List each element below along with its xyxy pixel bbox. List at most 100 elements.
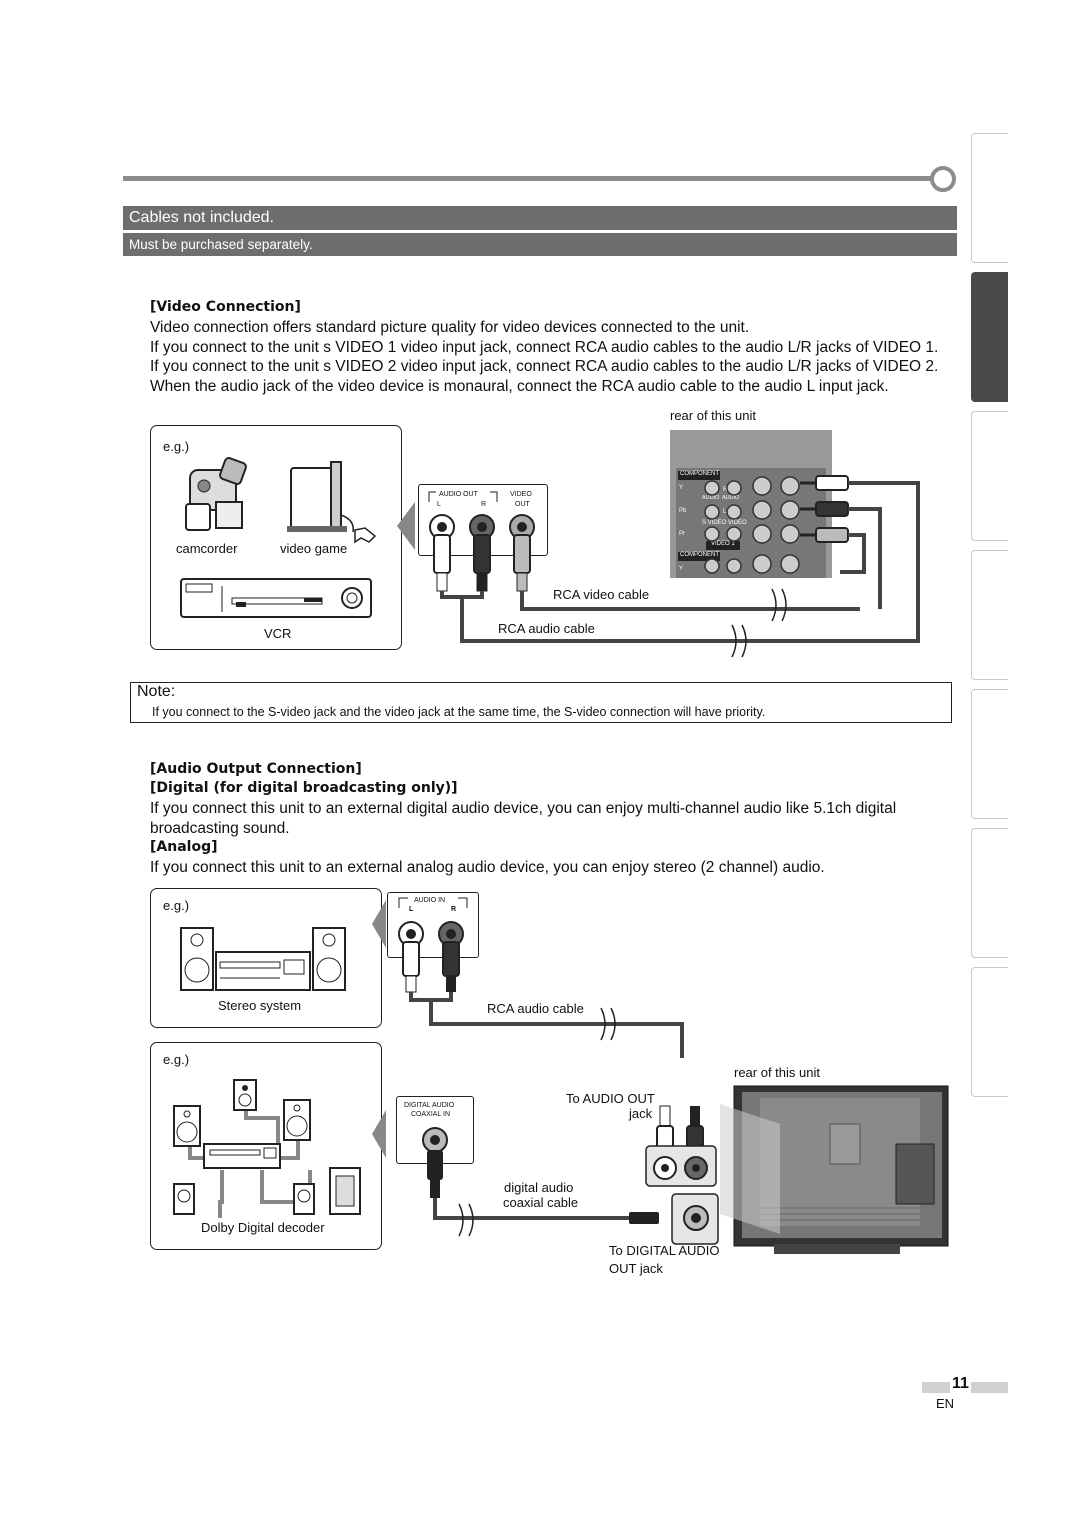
tv-digital-out-jack-icon — [683, 1205, 709, 1231]
component-label-1: COMPONENT — [680, 471, 719, 477]
analog-heading: [Analog] — [150, 839, 218, 855]
page-number: 11 — [950, 1375, 971, 1393]
side-tab-3 — [971, 411, 1008, 541]
video-line-3: If you connect to the unit s VIDEO 2 vid… — [150, 358, 939, 375]
tv-audio-out-l-jack-icon — [653, 1156, 677, 1180]
stereo-system-icon — [180, 927, 346, 991]
rear-jacks-video — [704, 475, 849, 574]
header-circle — [930, 166, 956, 192]
audio-out-label: AUDIO OUT — [439, 491, 478, 498]
video-connection-diagram — [429, 514, 860, 658]
rear-y-label-1: Y — [679, 485, 684, 491]
stereo-eg-label: e.g.) — [163, 898, 190, 913]
audio-out-plugs — [645, 1105, 719, 1245]
coax-label-1: digital audio — [504, 1180, 574, 1195]
analog-cable-label: RCA audio cable — [487, 1001, 584, 1016]
component-badge-2 — [678, 552, 720, 561]
component-label-2: COMPONENT — [680, 552, 719, 558]
output-jack-panel-bracket — [428, 491, 498, 502]
tv-rear-icon — [720, 1085, 949, 1254]
digital-heading: [Digital (for digital broadcasting only)… — [150, 780, 458, 796]
to-audio-out-label-1: To AUDIO OUT — [566, 1091, 655, 1106]
to-digital-label-2: OUT jack — [609, 1261, 663, 1276]
audio-heading: [Audio Output Connection] — [150, 761, 362, 777]
rear-r-label: R — [723, 487, 728, 493]
rear-video-label: VIDEO — [728, 520, 747, 526]
rear-pr-label: Pr — [679, 531, 685, 537]
rca-video-cable-label: RCA video cable — [553, 587, 650, 602]
rear-audio-label-l: AUDIO — [702, 495, 720, 501]
banner-subtitle: Must be purchased separately. — [123, 233, 957, 256]
vcr-label: VCR — [264, 626, 292, 641]
audio-in-r: R — [451, 906, 457, 913]
to-audio-out-label-2: jack — [629, 1106, 653, 1121]
dolby-eg-label: e.g.) — [163, 1052, 190, 1067]
analog-connection-diagram — [398, 921, 684, 1058]
banner-title-text: Cables not included. — [129, 209, 274, 226]
to-digital-label-1: To DIGITAL AUDIO — [609, 1243, 720, 1258]
video-label: VIDEO — [510, 491, 532, 498]
pointer-arrow-icon — [397, 502, 415, 550]
audio-rear-label: rear of this unit — [734, 1065, 820, 1080]
side-tab-1 — [971, 133, 1008, 263]
dolby-label: Dolby Digital decoder — [201, 1220, 325, 1235]
dolby-eg-text: e.g. — [163, 1052, 185, 1067]
component-badge-1 — [678, 471, 720, 480]
rear-y-label-2: Y — [679, 566, 684, 572]
banner-title: Cables not included. — [123, 206, 957, 230]
note-title: Note: — [137, 683, 176, 700]
video-game-icon — [287, 461, 377, 544]
audio-in-r-jack-icon — [438, 921, 464, 947]
digital-connection-diagram — [422, 1127, 659, 1237]
video-game-label: video game — [280, 541, 348, 556]
digital-in-label-2: COAXIAL IN — [411, 1111, 451, 1118]
audio-in-bracket — [398, 897, 468, 908]
vcr-icon — [180, 578, 372, 618]
digital-in-label-1: DIGITAL AUDIO — [404, 1102, 455, 1109]
video-eg-label: e.g.) — [163, 439, 190, 454]
rear-svideo-label: S VIDEO — [702, 520, 727, 526]
audio-in-l: L — [409, 906, 414, 913]
video-eg-text: e.g. — [163, 439, 185, 454]
rca-audio-cable-label: RCA audio cable — [498, 621, 595, 636]
video-rear-label: rear of this unit — [670, 408, 756, 423]
stereo-eg-text: e.g. — [163, 898, 185, 913]
rear-l-label: L — [723, 509, 727, 515]
video-out-label: OUT — [515, 501, 530, 508]
analog-line: If you connect this unit to an external … — [150, 859, 825, 876]
digital-line-1: If you connect this unit to an external … — [150, 800, 897, 817]
audio-out-r: R — [481, 501, 487, 508]
video-cable-to-rear — [840, 481, 920, 643]
side-tab-2-active — [971, 272, 1008, 402]
rear-pb-label: Pb — [679, 508, 687, 514]
video-line-1: Video connection offers standard picture… — [150, 319, 750, 336]
pointer-arrow-audio-icon — [372, 900, 386, 948]
camcorder-label: camcorder — [176, 541, 238, 556]
video-line-2: If you connect to the unit s VIDEO 1 vid… — [150, 339, 939, 356]
camcorder-icon — [185, 457, 247, 531]
stereo-label: Stereo system — [218, 998, 302, 1013]
header-rule — [123, 176, 935, 181]
banner-subtitle-text: Must be purchased separately. — [129, 237, 313, 252]
audio-out-l: L — [437, 501, 441, 508]
tv-audio-out-r-jack-icon — [684, 1156, 708, 1180]
video-heading: [Video Connection] — [150, 299, 301, 315]
side-tab-7 — [971, 967, 1008, 1097]
lang-code: EN — [936, 1396, 955, 1411]
side-tab-4 — [971, 550, 1008, 680]
note-box — [130, 682, 952, 723]
dolby-decoder-icon — [173, 1079, 361, 1218]
audio-in-label: AUDIO IN — [414, 897, 446, 904]
side-tab-6 — [971, 828, 1008, 958]
rear-video1-label: VIDEO 1 — [711, 541, 735, 547]
side-tab-5 — [971, 689, 1008, 819]
coaxial-in-jack-icon — [422, 1127, 448, 1153]
note-text: If you connect to the S-video jack and t… — [152, 705, 766, 719]
rear-audio-label-r: AUDIO — [722, 495, 740, 501]
video-line-4: When the audio jack of the video device … — [150, 378, 889, 395]
video1-badge — [706, 541, 740, 550]
digital-line-2: broadcasting sound. — [150, 820, 290, 837]
pointer-arrow-digital-icon — [372, 1110, 386, 1158]
video-out-jack-icon — [509, 514, 535, 540]
coax-label-2: coaxial cable — [503, 1195, 579, 1210]
